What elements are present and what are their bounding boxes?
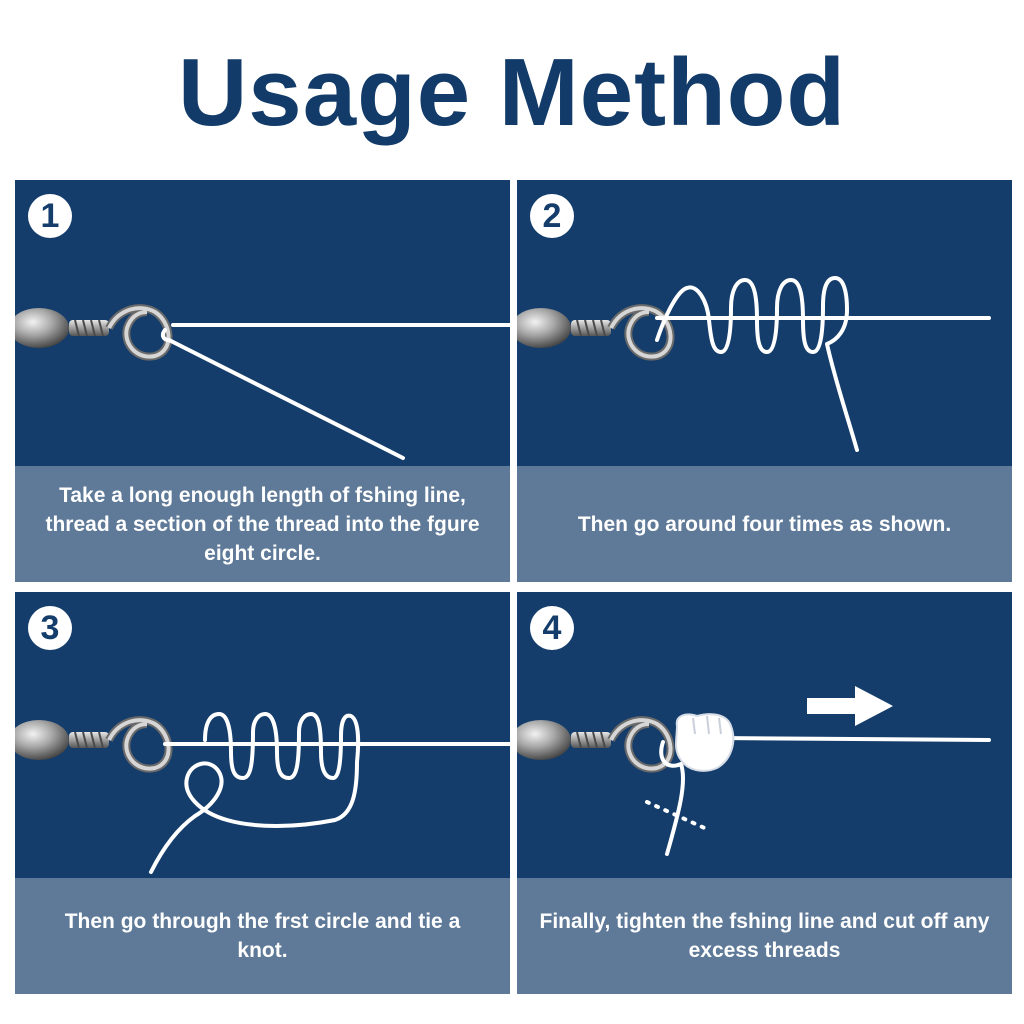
fishing-line-icon — [160, 323, 510, 460]
page-title: Usage Method — [177, 39, 847, 146]
swivel-icon — [15, 720, 169, 769]
fishing-line-icon — [655, 276, 991, 452]
swivel-icon — [15, 308, 169, 357]
step-1-illustration — [15, 180, 510, 460]
step-number-badge: 2 — [530, 194, 574, 238]
swivel-icon — [517, 720, 671, 769]
step-number-badge: 3 — [28, 606, 72, 650]
hand-icon — [675, 713, 735, 772]
step-panel-3: 3 Then go through the frst circle and ti… — [15, 592, 510, 994]
step-number-badge: 4 — [530, 606, 574, 650]
step-caption: Then go around four times as shown. — [517, 466, 1012, 582]
swivel-icon — [517, 308, 671, 357]
step-number-badge: 1 — [28, 194, 72, 238]
step-panel-4: 4 Finally, tighten the fshing line and c… — [517, 592, 1012, 994]
fishing-line-icon — [149, 712, 510, 874]
step-caption: Finally, tighten the fshing line and cut… — [517, 878, 1012, 994]
step-2-illustration — [517, 276, 991, 452]
step-panel-2: 2 Then go around four times as shown. — [517, 180, 1012, 582]
arrow-right-icon — [807, 686, 893, 726]
cut-line-icon — [645, 800, 711, 832]
step-caption: Then go through the frst circle and tie … — [15, 878, 510, 994]
step-3-illustration — [15, 712, 510, 874]
step-4-illustration — [517, 686, 991, 856]
fishing-line-icon — [659, 736, 991, 856]
step-panel-1: 1 Take a long enough length of fshing li… — [15, 180, 510, 582]
step-caption: Take a long enough length of fshing line… — [15, 466, 510, 582]
